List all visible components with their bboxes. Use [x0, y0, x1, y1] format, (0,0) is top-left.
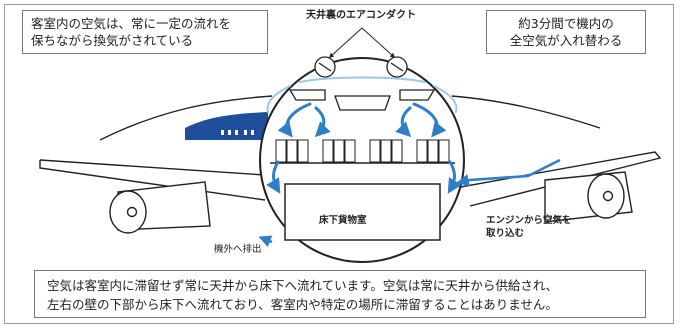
explanation-line: 左右の壁の下部から床下へ流れており、客室内や特定の場所に滞留することはありません… — [47, 297, 558, 312]
callout-line: 客室内の空気は、常に一定の流れを — [31, 16, 232, 31]
exhaust-airflow — [258, 235, 273, 248]
overhead-bins — [288, 89, 436, 111]
duct-pointer-lines — [328, 27, 396, 59]
callout-line: 約3分間で機内の — [518, 16, 614, 31]
cabin-airflow-light — [266, 76, 458, 113]
engine-intake-label-line: エンジンから空気を — [486, 215, 572, 226]
engine-intake-label-line: 取り込む — [486, 228, 525, 239]
right-engine — [544, 171, 633, 223]
engine-intake-label: エンジンから空気を 取り込む — [486, 214, 572, 240]
callout-cabin-airflow: 客室内の空気は、常に一定の流れを 保ちながら換気がされている — [22, 10, 268, 54]
callout-line: 全空気が入れ替わる — [509, 33, 623, 48]
cabin-airflow-arrows — [266, 102, 462, 194]
exhaust-label: 機外へ排出 — [214, 244, 262, 255]
cargo-hold-outline — [284, 183, 441, 241]
explanation-box: 空気は客室内に滞留せず常に天井から床下へ流れています。空気は常に天井から供給され… — [34, 270, 646, 318]
callout-air-exchange: 約3分間で機内の 全空気が入れ替わる — [486, 10, 646, 54]
engine-intake-airflow — [456, 158, 561, 187]
cargo-hold-label: 床下貨物室 — [319, 215, 367, 226]
left-engine — [109, 181, 211, 234]
passenger-seats — [275, 139, 450, 163]
fuselage-windows — [185, 112, 268, 140]
ceiling-duct-label: 天井裏のエアコンダクト — [306, 10, 416, 21]
diagram-frame — [4, 4, 674, 324]
fuselage — [99, 95, 601, 141]
callout-line: 保ちながら換気がされている — [31, 33, 194, 48]
explanation-line: 空気は客室内に滞留せず常に天井から床下へ流れています。空気は常に天井から供給され… — [47, 278, 559, 293]
ceiling-ducts — [314, 56, 408, 78]
